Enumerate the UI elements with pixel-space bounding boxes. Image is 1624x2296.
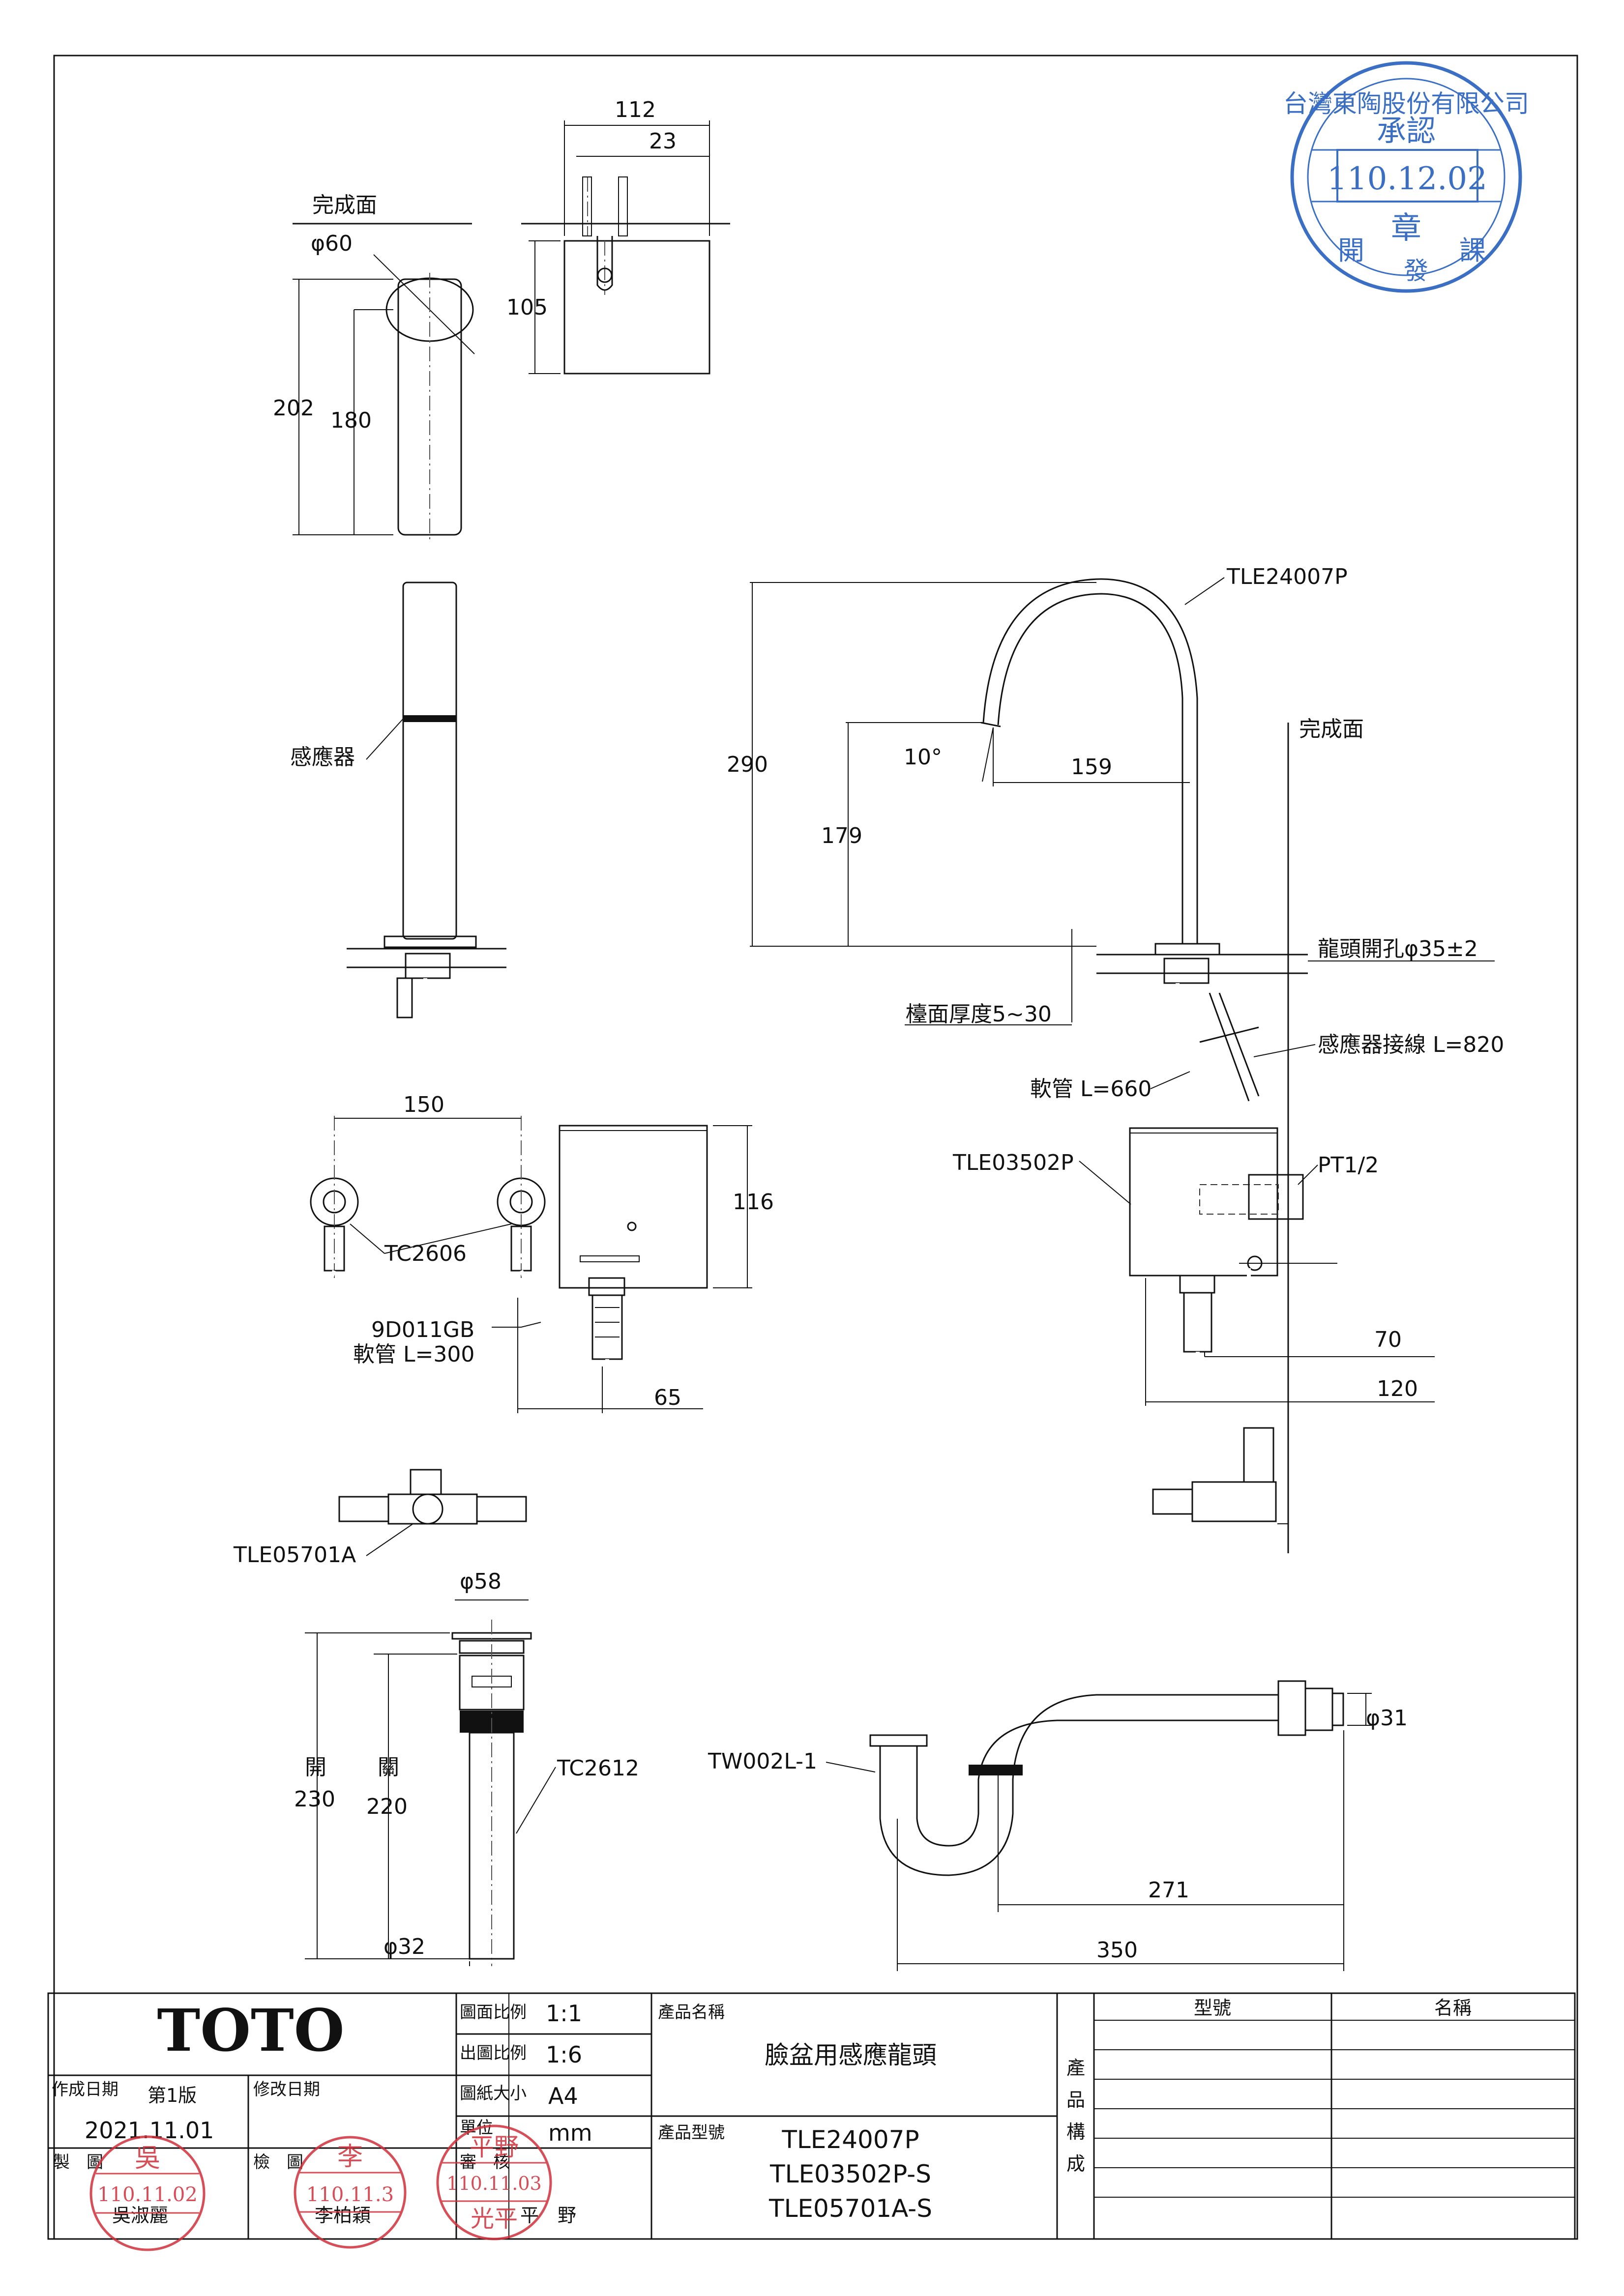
version-label: 第1版 [148,2085,197,2106]
faucet-model-label: TLE24007P [1226,564,1348,589]
hose-code-label: 9D011GB [371,1317,474,1342]
composition-char-1: 產 [1066,2057,1085,2079]
checker-seal-date: 110.11.3 [306,2183,394,2206]
box-model-label: TLE03502P [952,1150,1074,1175]
paper-value: A4 [548,2083,578,2109]
composition-char-3: 構 [1066,2121,1085,2143]
composition-char-2: 品 [1066,2089,1085,2111]
composition-char-4: 成 [1066,2153,1085,2175]
sheet-border [53,55,1578,2240]
product-name-label: 產品名稱 [658,2003,725,2022]
checker-seal: 李 110.11.3 [294,2136,407,2249]
maker-seal-name: 吳 [135,2144,160,2173]
dim-150: 150 [403,1092,444,1117]
faucet-top-view: 完成面 φ60 202 180 [273,193,475,541]
product-model-label: 產品型號 [658,2123,725,2143]
controlbox-top-view: 112 23 105 [506,97,730,375]
stamp-seal-text: 章 [1391,210,1421,246]
approver-seal-name: 平野 [470,2133,519,2161]
stamp-date-text: 110.12.02 [1327,161,1487,197]
close-label: 關 [378,1755,399,1780]
dia32-label: φ32 [384,1934,425,1959]
paper-label: 圖紙大小 [460,2084,527,2103]
front-assembly-view: 感應器 116 150 TC2606 [233,581,774,1568]
hose-660-label: 軟管 L=660 [1030,1076,1152,1102]
dim-116: 116 [733,1190,774,1215]
dim-70: 70 [1374,1327,1402,1352]
dim-179: 179 [821,823,862,848]
drawn-by: 吳淑麗 [112,2205,168,2226]
approver-seal-sub: 光平 [471,2205,518,2233]
trap-model-label: TW002L-1 [708,1749,817,1774]
created-date: 2021.11.01 [85,2117,214,2144]
dim-180: 180 [330,408,372,433]
approver-seal-date: 110.11.03 [446,2173,541,2194]
stamp-top-text: 承認 [1377,114,1436,148]
dia31-label: φ31 [1366,1706,1408,1731]
dim-159: 159 [1071,755,1112,780]
product-name: 臉盆用感應龍頭 [765,2041,937,2069]
approved-by: 平 野 [520,2205,576,2226]
approver-seal: 平野 110.11.03 光平 [436,2124,552,2240]
created-label: 作成日期 [52,2080,118,2099]
dim-105: 105 [506,295,548,320]
checked-label: 檢 圖 [253,2152,303,2172]
trap-view: φ31 TW002L-1 271 350 [708,1680,1408,1971]
checked-by: 李柏穎 [315,2205,371,2226]
stamp-bottom-mid: 發 [1404,257,1428,285]
revised-label: 修改日期 [253,2080,320,2099]
col-name-header: 名稱 [1434,1997,1472,2019]
dim-350: 350 [1096,1938,1138,1963]
print-scale-label: 出圖比例 [460,2043,527,2063]
model-1: TLE24007P [781,2125,919,2154]
dim-290: 290 [727,752,768,777]
title-block: TOTO 圖面比例 1:1 出圖比例 1:6 圖紙大小 A4 單位 mm 作成日… [47,1992,1576,2240]
close-value: 220 [366,1794,408,1819]
counter-label: 檯面厚度5~30 [906,1002,1052,1027]
dim-120: 120 [1377,1376,1418,1401]
maker-seal-date: 110.11.02 [97,2183,198,2206]
finish-surface-label-1: 完成面 [312,193,377,218]
drawn-label: 製 圖 [53,2152,103,2172]
dim-202: 202 [273,396,314,421]
finish-surface-label-2: 完成面 [1299,717,1364,742]
open-value: 230 [294,1787,335,1812]
stamp-bottom-right: 課 [1459,235,1486,266]
tc2612-label: TC2612 [557,1756,639,1781]
tc2606-label: TC2606 [384,1241,467,1266]
col-model-header: 型號 [1194,1997,1231,2019]
dim-271: 271 [1148,1878,1189,1903]
scale-value: 1:1 [546,2000,582,2027]
maker-seal: 吳 110.11.02 [89,2135,206,2251]
angle-label: 10° [904,745,942,770]
unit-value: mm [548,2120,592,2146]
checker-seal-name: 李 [337,2142,363,2172]
sensor-label: 感應器 [290,745,355,770]
dim-23: 23 [649,129,677,154]
brand-logo: TOTO [157,1996,344,2064]
approval-stamp: 台灣東陶股份有限公司 承認 110.12.02 章 開 發 課 [1283,61,1529,293]
scale-label: 圖面比例 [460,2003,527,2022]
faucet-side-view: 完成面 TLE24007P 290 179 10° 159 龍頭開孔φ35±2 … [727,564,1504,1553]
stamp-bottom-left: 開 [1338,235,1364,266]
print-scale-value: 1:6 [546,2041,582,2068]
stamp-org-text: 台灣東陶股份有限公司 [1283,89,1529,118]
dim-65: 65 [654,1385,681,1410]
sensor-wire-label: 感應器接線 L=820 [1318,1032,1504,1057]
model-2: TLE03502P-S [769,2160,931,2188]
valve-label: TLE05701A [233,1542,356,1568]
pt-label: PT1/2 [1318,1153,1379,1178]
open-label: 開 [305,1755,326,1780]
dim-112: 112 [615,97,656,122]
hole-label: 龍頭開孔φ35±2 [1318,936,1478,961]
dia58-label: φ58 [460,1569,502,1594]
drain-view: φ58 開 230 關 220 TC2612 φ32 [294,1569,639,1966]
dia60-label: φ60 [311,231,353,256]
hose-length-label: 軟管 L=300 [353,1342,474,1367]
model-3: TLE05701A-S [768,2194,932,2223]
